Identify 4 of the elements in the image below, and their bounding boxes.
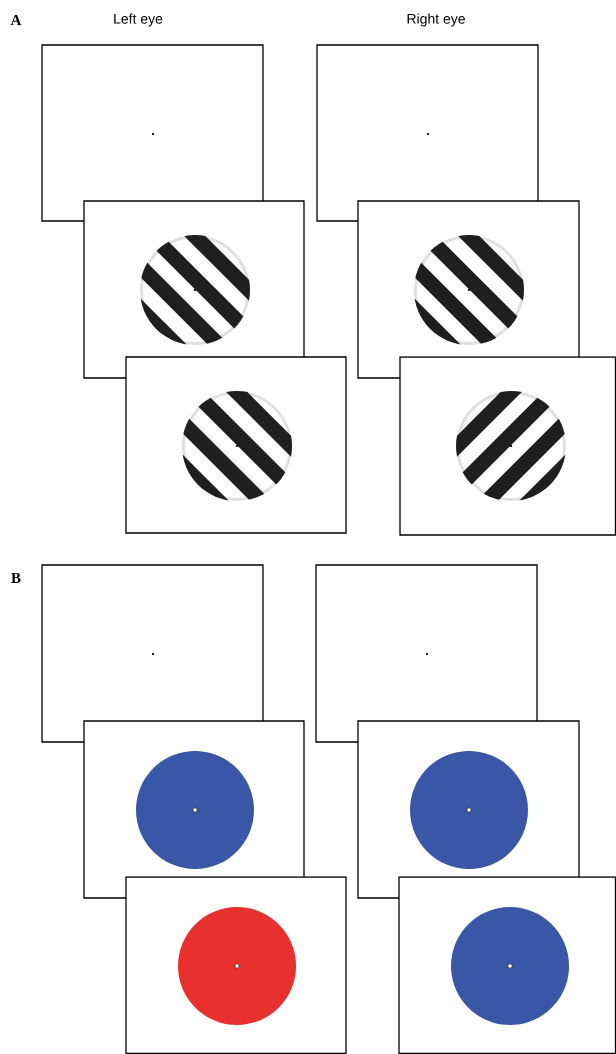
- column-heading: Right eye: [407, 13, 465, 27]
- column-heading: Left eye: [114, 13, 163, 27]
- panel-letter: B: [11, 573, 21, 583]
- panel-letter: A: [10, 15, 22, 25]
